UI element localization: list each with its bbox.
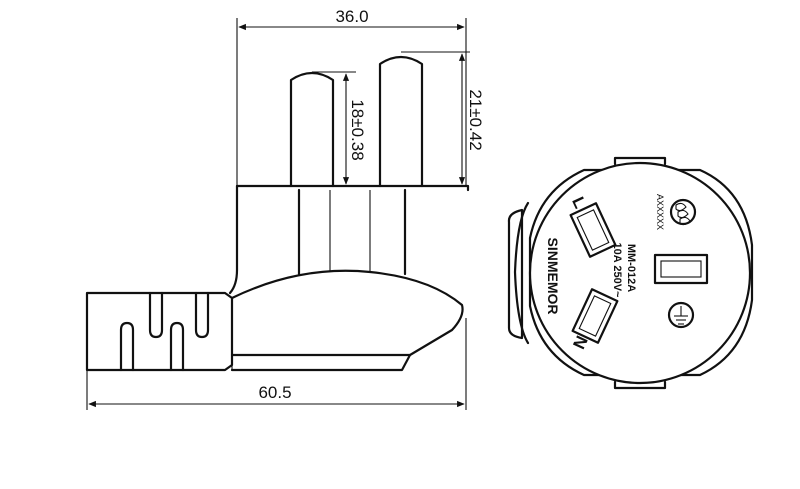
plug-body: [228, 184, 470, 372]
dim-bottom-length: 60.5: [258, 383, 291, 402]
model-label: MM-012A: [625, 244, 637, 292]
short-pin: [289, 71, 335, 188]
earth-ground-icon: [667, 301, 695, 329]
dim-short-pin: 18±0.38: [348, 99, 367, 160]
dim-long-pin: 21±0.42: [466, 89, 485, 150]
plug-pins: [289, 55, 424, 188]
rating-label: 10A 250V~: [611, 243, 623, 299]
dimension-lines: [86, 18, 470, 410]
earth-slot: [653, 253, 709, 285]
plug-side-view: 36.0 18±0.38 21±0.42 60.5: [85, 7, 485, 410]
live-slot: [569, 202, 617, 258]
cable-sleeve: [85, 291, 234, 372]
ccc-mark-icon: [669, 198, 697, 226]
neutral-slot: [571, 288, 619, 344]
socket-face-view: L N SINMEMOR MM-012A 10A 250V~ AXXXXX: [507, 156, 754, 390]
brand-label: SINMEMOR: [545, 238, 561, 315]
long-pin: [378, 55, 424, 188]
dim-top-width: 36.0: [335, 7, 368, 26]
cert-code: AXXXXX: [655, 194, 665, 230]
